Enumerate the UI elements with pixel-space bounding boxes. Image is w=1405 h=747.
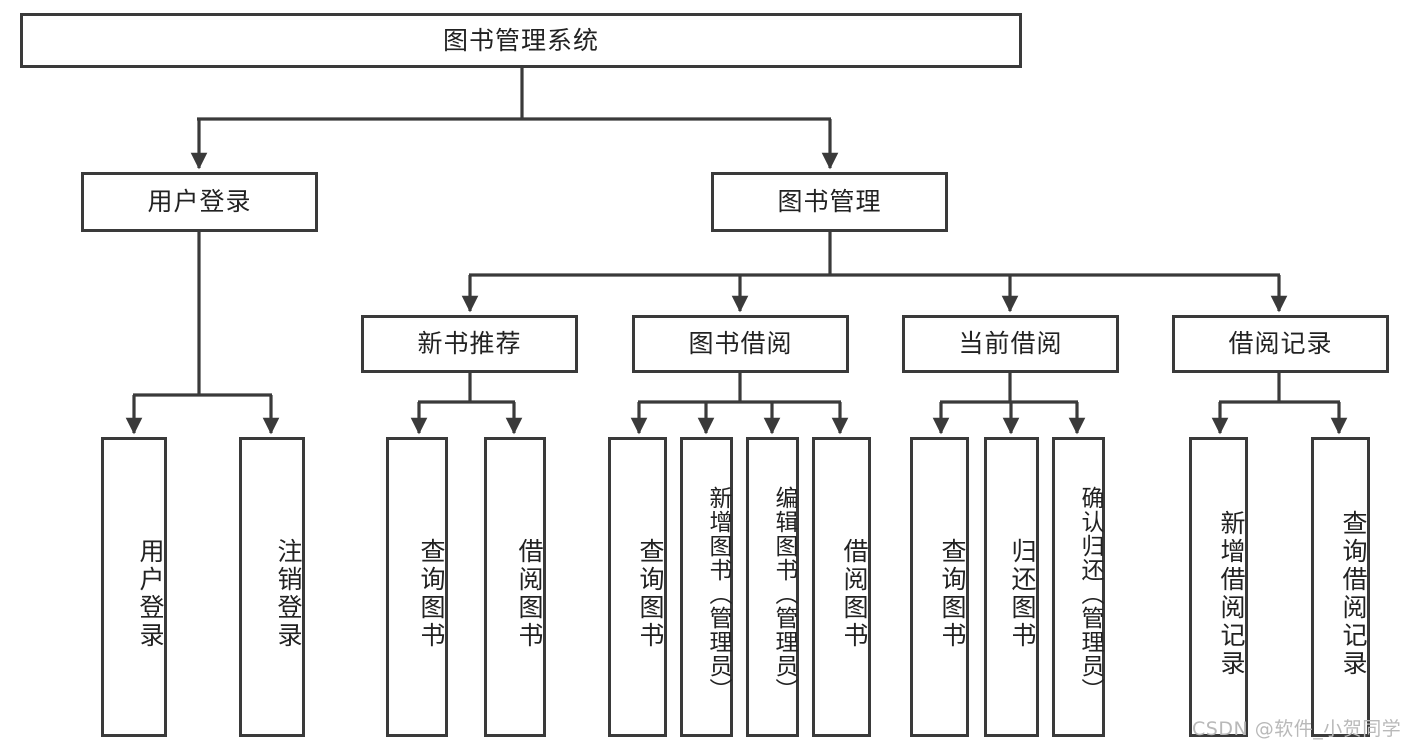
node-leaf-add-book[interactable]: 新增图书（管理员） (680, 437, 733, 737)
node-current-borrow-label: 当前借阅 (958, 329, 1063, 359)
node-book-borrow-label: 图书借阅 (688, 329, 793, 359)
node-leaf-query-book-2[interactable]: 查询图书 (608, 437, 667, 737)
node-leaf-query-record[interactable]: 查询借阅记录 (1311, 437, 1370, 737)
node-leaf-query-record-label: 查询借阅记录 (1339, 510, 1368, 678)
node-leaf-borrow-book-2[interactable]: 借阅图书 (812, 437, 871, 737)
node-user-login[interactable]: 用户登录 (81, 172, 318, 232)
node-leaf-query-book-1-label: 查询图书 (417, 538, 446, 650)
node-leaf-confirm-return-label: 确认归还（管理员） (1077, 486, 1103, 702)
node-borrow-record-label: 借阅记录 (1228, 329, 1333, 359)
node-borrow-record[interactable]: 借阅记录 (1172, 315, 1389, 373)
node-leaf-user-login[interactable]: 用户登录 (101, 437, 167, 737)
node-leaf-logout-label: 注销登录 (274, 538, 303, 650)
node-leaf-add-book-label: 新增图书（管理员） (705, 486, 731, 702)
node-leaf-query-book-3-label: 查询图书 (938, 538, 967, 650)
node-leaf-user-login-label: 用户登录 (136, 538, 165, 650)
node-leaf-borrow-book-1-label: 借阅图书 (515, 538, 544, 650)
node-leaf-return-book[interactable]: 归还图书 (984, 437, 1039, 737)
node-leaf-query-book-3[interactable]: 查询图书 (910, 437, 969, 737)
node-leaf-confirm-return[interactable]: 确认归还（管理员） (1052, 437, 1105, 737)
node-book-manage-label: 图书管理 (777, 187, 882, 217)
node-leaf-borrow-book-2-label: 借阅图书 (840, 538, 869, 650)
node-leaf-edit-book-label: 编辑图书（管理员） (771, 486, 797, 702)
node-book-manage[interactable]: 图书管理 (711, 172, 948, 232)
node-new-book-rec-label: 新书推荐 (417, 329, 522, 359)
node-leaf-logout[interactable]: 注销登录 (239, 437, 305, 737)
node-root-label: 图书管理系统 (442, 25, 599, 55)
node-leaf-borrow-book-1[interactable]: 借阅图书 (484, 437, 546, 737)
node-leaf-query-book-1[interactable]: 查询图书 (386, 437, 448, 737)
node-current-borrow[interactable]: 当前借阅 (902, 315, 1119, 373)
node-new-book-rec[interactable]: 新书推荐 (361, 315, 578, 373)
node-book-borrow[interactable]: 图书借阅 (632, 315, 849, 373)
node-leaf-add-record[interactable]: 新增借阅记录 (1189, 437, 1248, 737)
node-user-login-label: 用户登录 (147, 187, 252, 217)
node-leaf-query-book-2-label: 查询图书 (636, 538, 665, 650)
node-leaf-return-book-label: 归还图书 (1008, 538, 1037, 650)
node-leaf-add-record-label: 新增借阅记录 (1217, 510, 1246, 678)
csdn-watermark: CSDN @软件_小贺同学 (1192, 718, 1402, 740)
node-root[interactable]: 图书管理系统 (20, 13, 1022, 68)
node-leaf-edit-book[interactable]: 编辑图书（管理员） (746, 437, 799, 737)
